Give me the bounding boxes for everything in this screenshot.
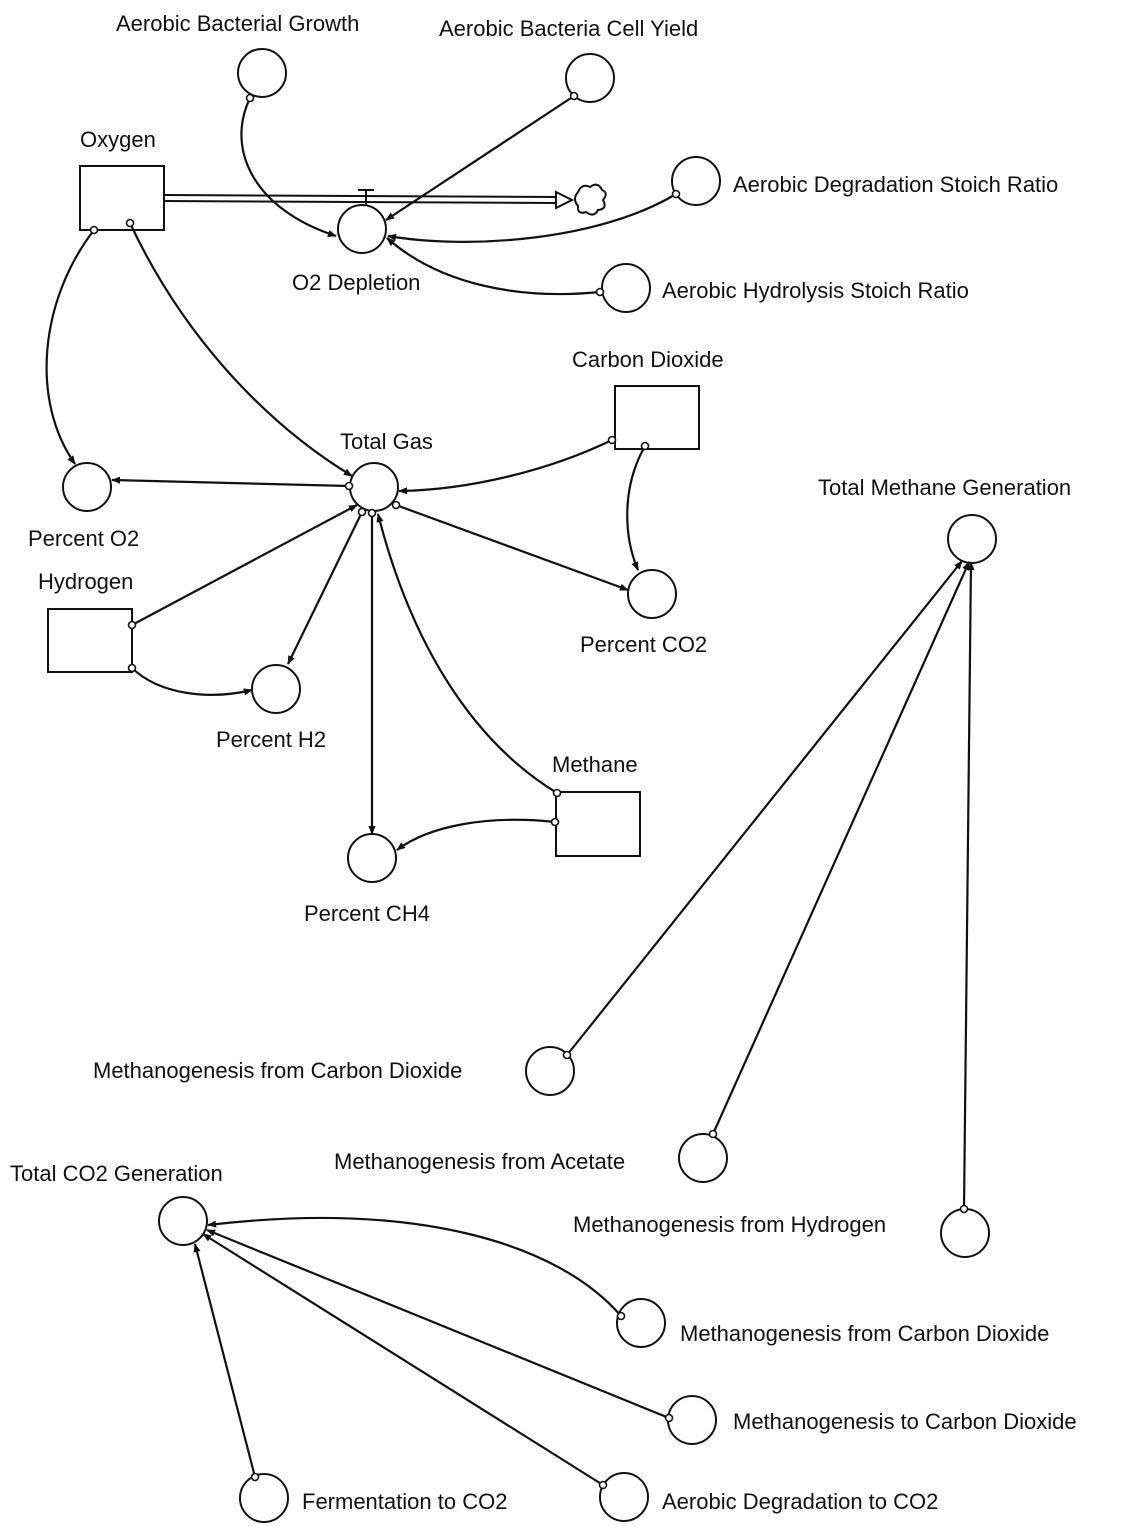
link-co2-to-total-gas xyxy=(398,439,613,495)
variable-circle-percent-ch4 xyxy=(347,833,397,883)
link-hydrolysis-to-depletion xyxy=(386,237,601,296)
link-co2-to-total-gas-tail-dot xyxy=(607,435,617,445)
flow-pipe-line-top xyxy=(163,194,561,198)
flow-pipe-arrowhead xyxy=(555,190,575,210)
variable-circle-o2-depletion xyxy=(337,204,387,254)
link-total-gas-to-percent-o2 xyxy=(111,476,350,488)
link-hydrolysis-to-depletion-tail-dot xyxy=(595,287,605,297)
link-hydrogen-to-total-gas-tail-dot xyxy=(127,620,137,630)
flow-label-o2-depletion: O2 Depletion xyxy=(292,270,421,295)
link-cellyield-to-depletion xyxy=(385,95,575,221)
var-label-total-gas: Total Gas xyxy=(340,429,433,454)
var-label-methanogenesis-from-carbon-dioxide-b: Methanogenesis from Carbon Dioxide xyxy=(680,1321,1050,1346)
var-label-total-methane-generation: Total Methane Generation xyxy=(818,475,1072,500)
link-degradation-to-depletion xyxy=(387,193,677,243)
link-mfcd-to-total-methane-tail-dot xyxy=(562,1050,572,1060)
link-mtcd-to-total-co2-tail-dot xyxy=(664,1413,674,1423)
var-label-methanogenesis-from-carbon-dioxide-a: Methanogenesis from Carbon Dioxide xyxy=(93,1058,463,1083)
variable-circle-fermentation-to-co2 xyxy=(239,1473,289,1523)
variable-circle-methanogenesis-from-acetate xyxy=(678,1133,728,1183)
variable-circle-total-gas xyxy=(349,462,399,512)
variable-circle-aerobic-bacterial-growth xyxy=(237,48,287,98)
link-total-gas-to-percent-o2-tail-dot xyxy=(344,481,354,491)
link-mfcd-to-total-methane xyxy=(566,560,963,1056)
variable-circle-methanogenesis-to-carbon-dioxide xyxy=(667,1395,717,1445)
variable-circle-aerobic-degradation-stoich-ratio xyxy=(671,156,721,206)
stock-label-hydrogen: Hydrogen xyxy=(38,569,134,594)
link-mtcd-to-total-co2 xyxy=(206,1228,670,1420)
link-acetate-to-total-methane xyxy=(711,561,971,1135)
var-label-percent-o2: Percent O2 xyxy=(28,526,140,551)
link-oxygen-to-percent-o2 xyxy=(45,229,95,465)
variable-circle-methanogenesis-from-carbon-dioxide-b xyxy=(616,1298,666,1348)
link-aerobic-deg-to-total-co2 xyxy=(202,1233,604,1486)
link-total-gas-to-percent-h2-tail-dot xyxy=(357,507,367,517)
link-total-gas-to-percent-h2 xyxy=(287,511,363,665)
link-fermentation-to-total-co2-tail-dot xyxy=(250,1472,260,1482)
link-oxygen-to-percent-o2-tail-dot xyxy=(89,225,99,235)
var-label-aerobic-bacterial-growth: Aerobic Bacterial Growth xyxy=(116,11,360,36)
variable-circle-methanogenesis-from-carbon-dioxide-a xyxy=(525,1046,575,1096)
link-co2-to-percent-co2-tail-dot xyxy=(640,441,650,451)
link-hydrogen-gen-to-total-methane xyxy=(962,561,975,1210)
var-label-methanogenesis-from-acetate: Methanogenesis from Acetate xyxy=(334,1149,626,1174)
link-total-gas-to-percent-ch4-tail-dot xyxy=(367,508,377,518)
variable-circle-aerobic-hydrolysis-stoich-ratio xyxy=(601,263,651,313)
var-label-aerobic-degradation-to-co2: Aerobic Degradation to CO2 xyxy=(662,1489,939,1514)
link-methane-to-total-gas-tail-dot xyxy=(552,788,562,798)
flow-pipe-line-bottom xyxy=(163,200,561,204)
stock-label-methane: Methane xyxy=(552,752,638,777)
var-label-total-co2-generation: Total CO2 Generation xyxy=(10,1161,223,1186)
link-growth-to-depletion xyxy=(240,97,337,238)
var-label-aerobic-degradation-stoich-ratio: Aerobic Degradation Stoich Ratio xyxy=(733,172,1059,197)
link-hydrogen-to-total-gas xyxy=(131,504,358,626)
stock-box-carbon-dioxide xyxy=(614,385,700,450)
link-mfcd-b-to-total-co2 xyxy=(207,1216,622,1317)
variable-circle-total-co2-generation xyxy=(158,1196,208,1246)
stock-box-methane xyxy=(555,791,641,857)
link-oxygen-to-total-gas-tail-dot xyxy=(125,218,135,228)
link-total-gas-to-percent-co2-tail-dot xyxy=(391,500,401,510)
variable-circle-aerobic-degradation-to-co2 xyxy=(599,1472,649,1522)
link-mfcd-b-to-total-co2-tail-dot xyxy=(616,1311,626,1321)
link-aerobic-deg-to-total-co2-tail-dot xyxy=(598,1480,608,1490)
stock-label-carbon-dioxide: Carbon Dioxide xyxy=(572,347,724,372)
link-hydrogen-to-percent-h2-tail-dot xyxy=(127,663,137,673)
link-cellyield-to-depletion-tail-dot xyxy=(569,91,579,101)
stock-box-hydrogen xyxy=(47,608,133,673)
var-label-methanogenesis-from-hydrogen: Methanogenesis from Hydrogen xyxy=(573,1212,887,1237)
variable-circle-percent-o2 xyxy=(62,462,112,512)
var-label-percent-h2: Percent H2 xyxy=(216,727,327,752)
stock-box-oxygen xyxy=(79,165,165,231)
link-growth-to-depletion-tail-dot xyxy=(245,93,255,103)
cloud-sink-icon xyxy=(574,183,607,216)
link-methane-to-total-gas xyxy=(376,513,558,794)
link-acetate-to-total-methane-tail-dot xyxy=(708,1129,718,1139)
link-hydrogen-to-percent-h2 xyxy=(131,667,253,696)
link-methane-to-percent-ch4 xyxy=(396,818,556,851)
link-degradation-to-depletion-tail-dot xyxy=(671,189,681,199)
link-co2-to-percent-co2 xyxy=(626,445,646,571)
variable-circle-aerobic-bacteria-cell-yield xyxy=(565,53,615,103)
variable-circle-total-methane-generation xyxy=(947,514,997,564)
var-label-fermentation-to-co2: Fermentation to CO2 xyxy=(302,1489,508,1514)
variable-circle-percent-co2 xyxy=(627,569,677,619)
link-oxygen-to-total-gas xyxy=(129,222,353,477)
link-total-gas-to-percent-co2 xyxy=(395,503,629,592)
var-label-percent-co2: Percent CO2 xyxy=(580,632,708,657)
link-hydrogen-gen-to-total-methane-tail-dot xyxy=(959,1204,969,1214)
var-label-percent-ch4: Percent CH4 xyxy=(304,901,430,926)
link-methane-to-percent-ch4-tail-dot xyxy=(550,817,560,827)
variable-circle-percent-h2 xyxy=(251,664,301,714)
variable-circle-methanogenesis-from-hydrogen xyxy=(940,1208,990,1258)
var-label-aerobic-hydrolysis-stoich-ratio: Aerobic Hydrolysis Stoich Ratio xyxy=(662,278,969,303)
var-label-aerobic-bacteria-cell-yield: Aerobic Bacteria Cell Yield xyxy=(439,16,699,41)
link-fermentation-to-total-co2 xyxy=(193,1243,257,1478)
stock-label-oxygen: Oxygen xyxy=(80,127,156,152)
var-label-methanogenesis-to-carbon-dioxide: Methanogenesis to Carbon Dioxide xyxy=(733,1409,1077,1434)
